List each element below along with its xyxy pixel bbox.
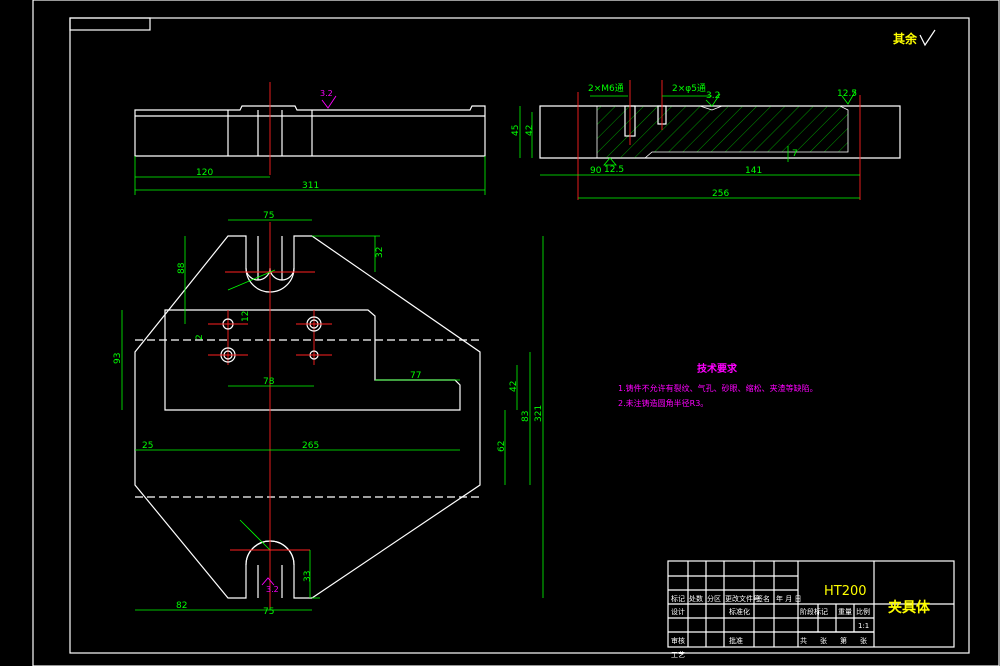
dim-62: 62 [497, 441, 507, 452]
dim-33: 33 [303, 571, 313, 582]
outer-frame [32, 0, 1000, 666]
dim-45: 45 [511, 125, 521, 136]
part-name: 夹具体 [888, 599, 931, 616]
tb-sign: 签名 [756, 594, 770, 603]
tb-mark: 标记 [671, 594, 685, 603]
tech-item-1: 1.铸件不允许有裂纹、气孔、砂眼、缩松、夹渣等缺陷。 [618, 383, 818, 393]
dim-90: 90 [590, 166, 602, 176]
tb-date: 年 月 日 [776, 594, 801, 603]
title-block: HT200 夹具体 标记 处数 分区 更改文件号 签名 年 月 日 设计 标准化… [667, 560, 955, 659]
tb-scale-label: 比例 [856, 607, 870, 616]
material: HT200 [824, 584, 867, 599]
dim-42: 42 [509, 381, 519, 392]
rough-slot: 3.2 [266, 585, 279, 594]
dim-141: 141 [745, 166, 762, 176]
dim-75-bottom: 75 [263, 607, 274, 617]
tb-design: 设计 [671, 607, 685, 616]
dim-265: 265 [302, 441, 319, 451]
dim-25: 25 [142, 441, 153, 451]
dim-7: 7 [792, 149, 798, 159]
dim-75-top: 75 [263, 211, 274, 221]
tb-review: 审核 [671, 636, 685, 645]
tech-title: 技术要求 [697, 362, 738, 375]
dim-2: 2 [195, 334, 205, 340]
dim-120: 120 [196, 168, 213, 178]
dim-77: 77 [410, 371, 421, 381]
roughness-symbol [919, 29, 936, 47]
tb-no: 第 [840, 636, 847, 645]
tech-item-2: 2.未注铸造圆角半径R3。 [618, 398, 708, 408]
tb-approve: 批准 [729, 636, 743, 645]
section-view: 45 42 90 141 256 7 2×M6通 2×φ5通 3.2 12.5 … [511, 80, 901, 200]
tb-process: 工艺 [671, 651, 685, 659]
dim-88: 88 [177, 262, 187, 274]
tech-requirements: 技术要求 1.铸件不允许有裂纹、气孔、砂眼、缩松、夹渣等缺陷。 2.未注铸造圆角… [618, 362, 818, 408]
plan-view: 75 32 88 12 2 93 78 77 42 83 321 25 265 … [113, 211, 544, 617]
dim-82: 82 [176, 601, 187, 611]
dim-321: 321 [534, 405, 544, 422]
dim-78: 78 [263, 377, 275, 387]
tb-count: 处数 [689, 594, 703, 603]
rough-right: 12.5 [837, 89, 857, 99]
drawing-number-box [69, 17, 151, 31]
dim-93: 93 [113, 353, 123, 364]
dim-311: 311 [302, 181, 319, 191]
tb-standard: 标准化 [729, 607, 750, 616]
tb-scale: 1:1 [858, 622, 869, 630]
dim-32-top: 32 [375, 247, 385, 258]
dim-12: 12 [241, 311, 251, 322]
tb-zone: 分区 [707, 594, 721, 603]
tb-sheet2: 张 [860, 636, 867, 645]
hole-a-label: 2×M6通 [588, 83, 624, 94]
rough-top: 3.2 [706, 91, 720, 101]
tb-stage: 阶段标记 [800, 607, 828, 616]
dim-42: 42 [525, 125, 535, 136]
rough-3-2-top: 3.2 [320, 89, 333, 98]
tb-change: 更改文件号 [725, 594, 760, 603]
hole-b-label: 2×φ5通 [672, 83, 706, 94]
inner-frame [69, 17, 970, 654]
tb-sheet1: 张 [820, 636, 827, 645]
dim-83: 83 [521, 411, 531, 422]
tb-total: 共 [800, 636, 807, 645]
tb-weight: 重量 [838, 608, 852, 616]
dim-256: 256 [712, 189, 729, 199]
rough-bottom: 12.5 [604, 165, 624, 175]
roughness-note: 其余 [893, 31, 918, 46]
top-view: 120 311 3.2 [134, 82, 486, 195]
